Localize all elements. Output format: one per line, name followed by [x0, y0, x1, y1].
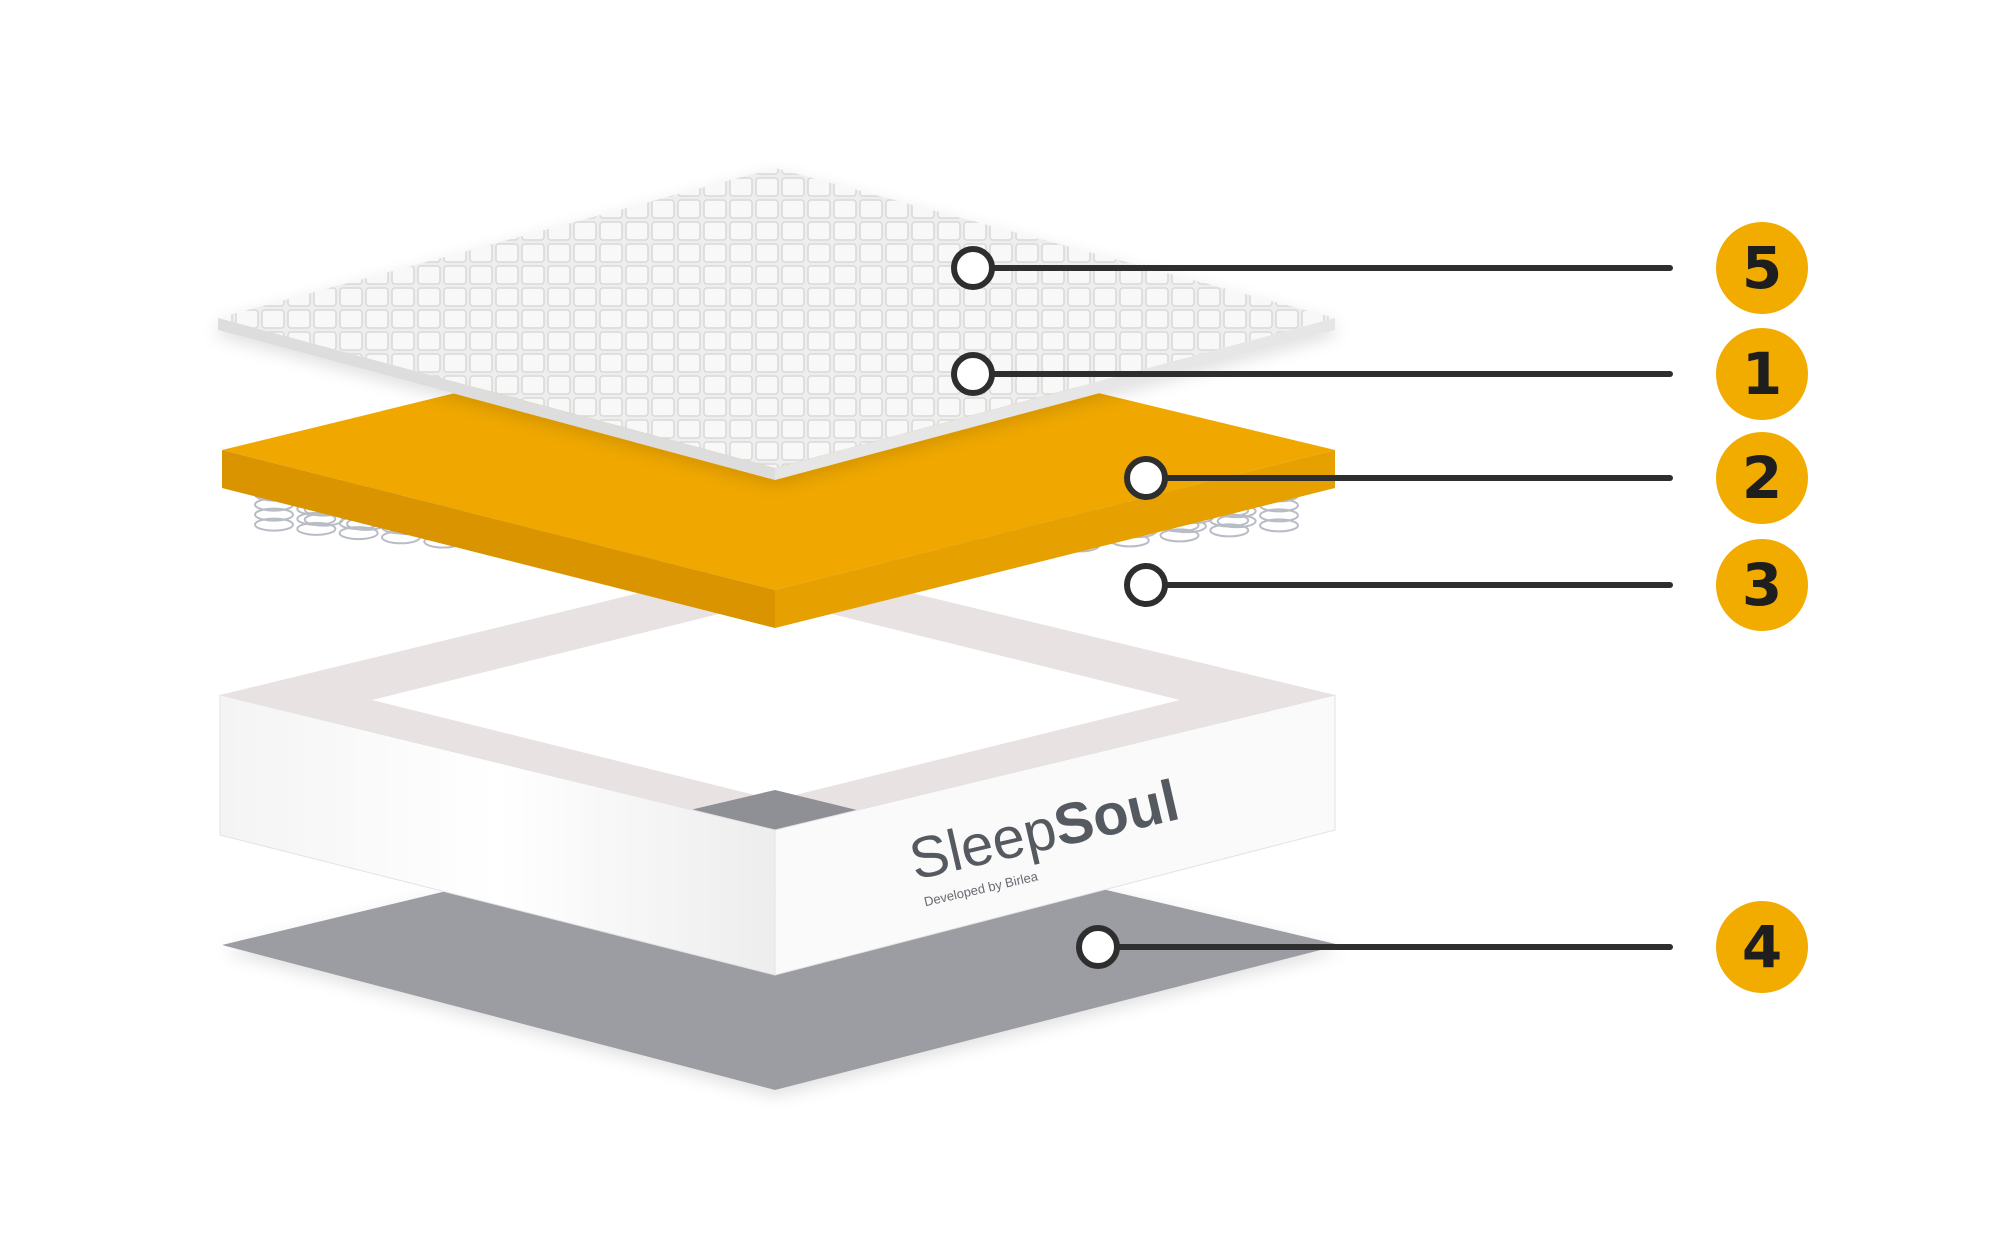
callout-marker [1124, 563, 1168, 607]
callout-marker [951, 352, 995, 396]
base-frame [219, 560, 1336, 976]
quilted-cover [218, 168, 1335, 480]
number-badge [1716, 901, 1808, 993]
callout-marker [1076, 925, 1120, 969]
number-badge [1716, 222, 1808, 314]
callout-marker [1124, 456, 1168, 500]
callout-group: 5 1 2 3 4 [951, 222, 1808, 993]
number-badge-label: 4 [1742, 913, 1782, 981]
number-badge-label: 5 [1742, 234, 1782, 302]
number-badge [1716, 328, 1808, 420]
callout-3: 3 [1124, 539, 1808, 631]
callout-2: 2 [1124, 432, 1808, 524]
number-badge-label: 3 [1742, 551, 1782, 619]
number-badge [1716, 432, 1808, 524]
callout-5: 5 [951, 222, 1808, 314]
callout-4: 4 [1076, 901, 1808, 993]
number-badge [1716, 539, 1808, 631]
callout-marker [951, 246, 995, 290]
number-badge-label: 2 [1742, 444, 1782, 512]
callout-1: 1 [951, 328, 1808, 420]
number-badge-label: 1 [1742, 340, 1782, 408]
